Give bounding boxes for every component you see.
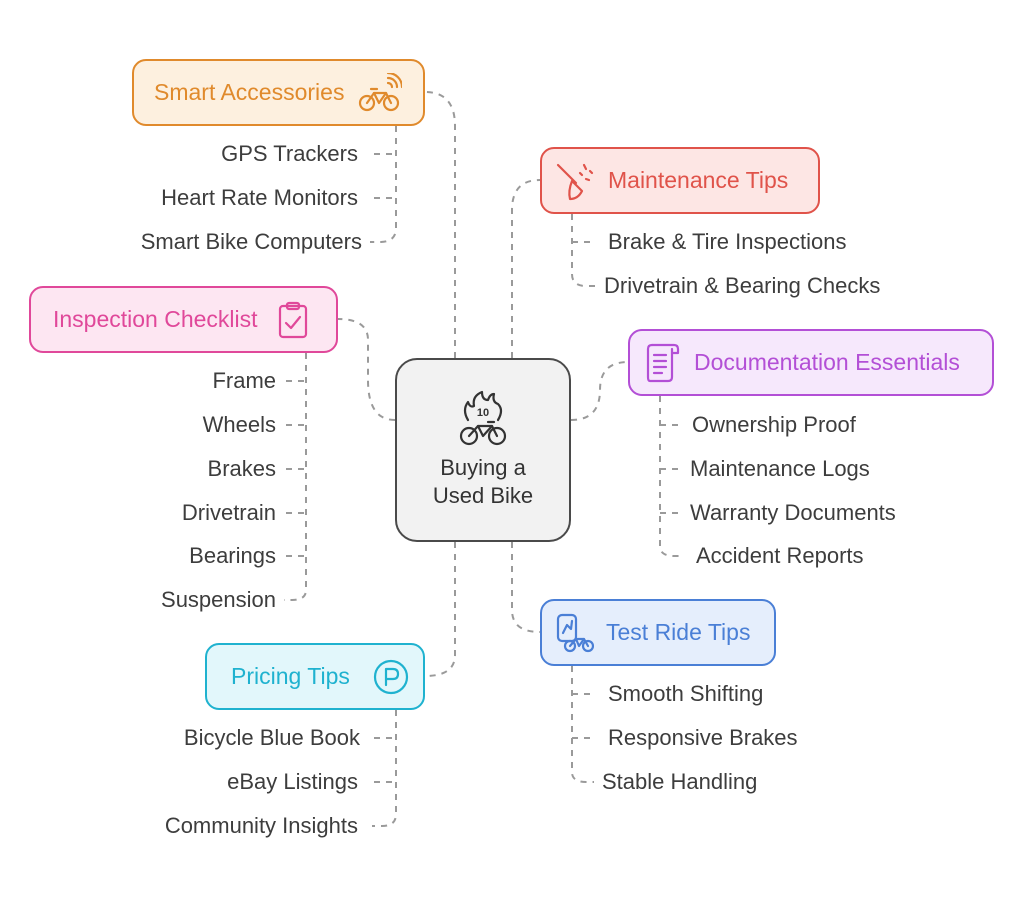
branch-title: Test Ride Tips: [606, 619, 751, 645]
broom-icon: [556, 163, 594, 200]
branch-title: Smart Accessories: [154, 79, 345, 105]
central-topic-line2: Used Bike: [432, 483, 534, 508]
flaming-bike-icon: 10: [459, 390, 507, 446]
smart-bike-icon: [359, 72, 403, 111]
branch-smart-accessories: Smart Accessories: [132, 59, 425, 126]
test-ride-item: Stable Handling: [602, 769, 758, 794]
branch-pricing-tips: Pricing Tips: [205, 643, 425, 710]
pricing-item: Community Insights: [164, 813, 358, 838]
inspection-item: Bearings: [189, 543, 276, 568]
documentation-item: Accident Reports: [696, 543, 864, 568]
pricing-item: Bicycle Blue Book: [183, 725, 360, 750]
branch-title: Inspection Checklist: [53, 306, 258, 332]
test-ride-item: Responsive Brakes: [608, 725, 798, 750]
central-topic-line1: Buying a: [440, 455, 526, 480]
clipboard-check-icon: [278, 301, 307, 338]
smart-accessories-item: Heart Rate Monitors: [161, 185, 358, 210]
pricing-item: eBay Listings: [227, 769, 358, 794]
central-topic: 10 Buying a Used Bike: [395, 358, 571, 542]
maintenance-item: Drivetrain & Bearing Checks: [604, 273, 881, 298]
branch-test-ride-tips: Test Ride Tips: [540, 599, 776, 666]
route-bike-icon: [556, 613, 594, 652]
branch-inspection-checklist: Inspection Checklist: [29, 286, 338, 353]
smart-accessories-item: Smart Bike Computers: [140, 229, 362, 254]
branch-documentation-essentials: Documentation Essentials: [628, 329, 994, 396]
branch-title: Documentation Essentials: [694, 349, 960, 375]
documentation-item: Ownership Proof: [692, 412, 856, 437]
documentation-item: Maintenance Logs: [690, 456, 870, 481]
inspection-item: Wheels: [202, 412, 276, 437]
center-icon-badge: 10: [477, 407, 489, 419]
branch-maintenance-tips: Maintenance Tips: [540, 147, 820, 214]
inspection-item: Suspension: [161, 587, 276, 612]
branch-title: Maintenance Tips: [608, 167, 789, 193]
inspection-item: Frame: [212, 368, 276, 393]
inspection-item: Drivetrain: [181, 500, 276, 525]
documentation-item: Warranty Documents: [690, 500, 896, 525]
smart-accessories-item: GPS Trackers: [221, 141, 358, 166]
document-icon: [646, 343, 680, 382]
branch-title: Pricing Tips: [231, 663, 350, 689]
test-ride-item: Smooth Shifting: [608, 681, 764, 706]
parking-p-icon: [373, 659, 408, 694]
maintenance-item: Brake & Tire Inspections: [608, 229, 847, 254]
inspection-item: Brakes: [207, 456, 276, 481]
